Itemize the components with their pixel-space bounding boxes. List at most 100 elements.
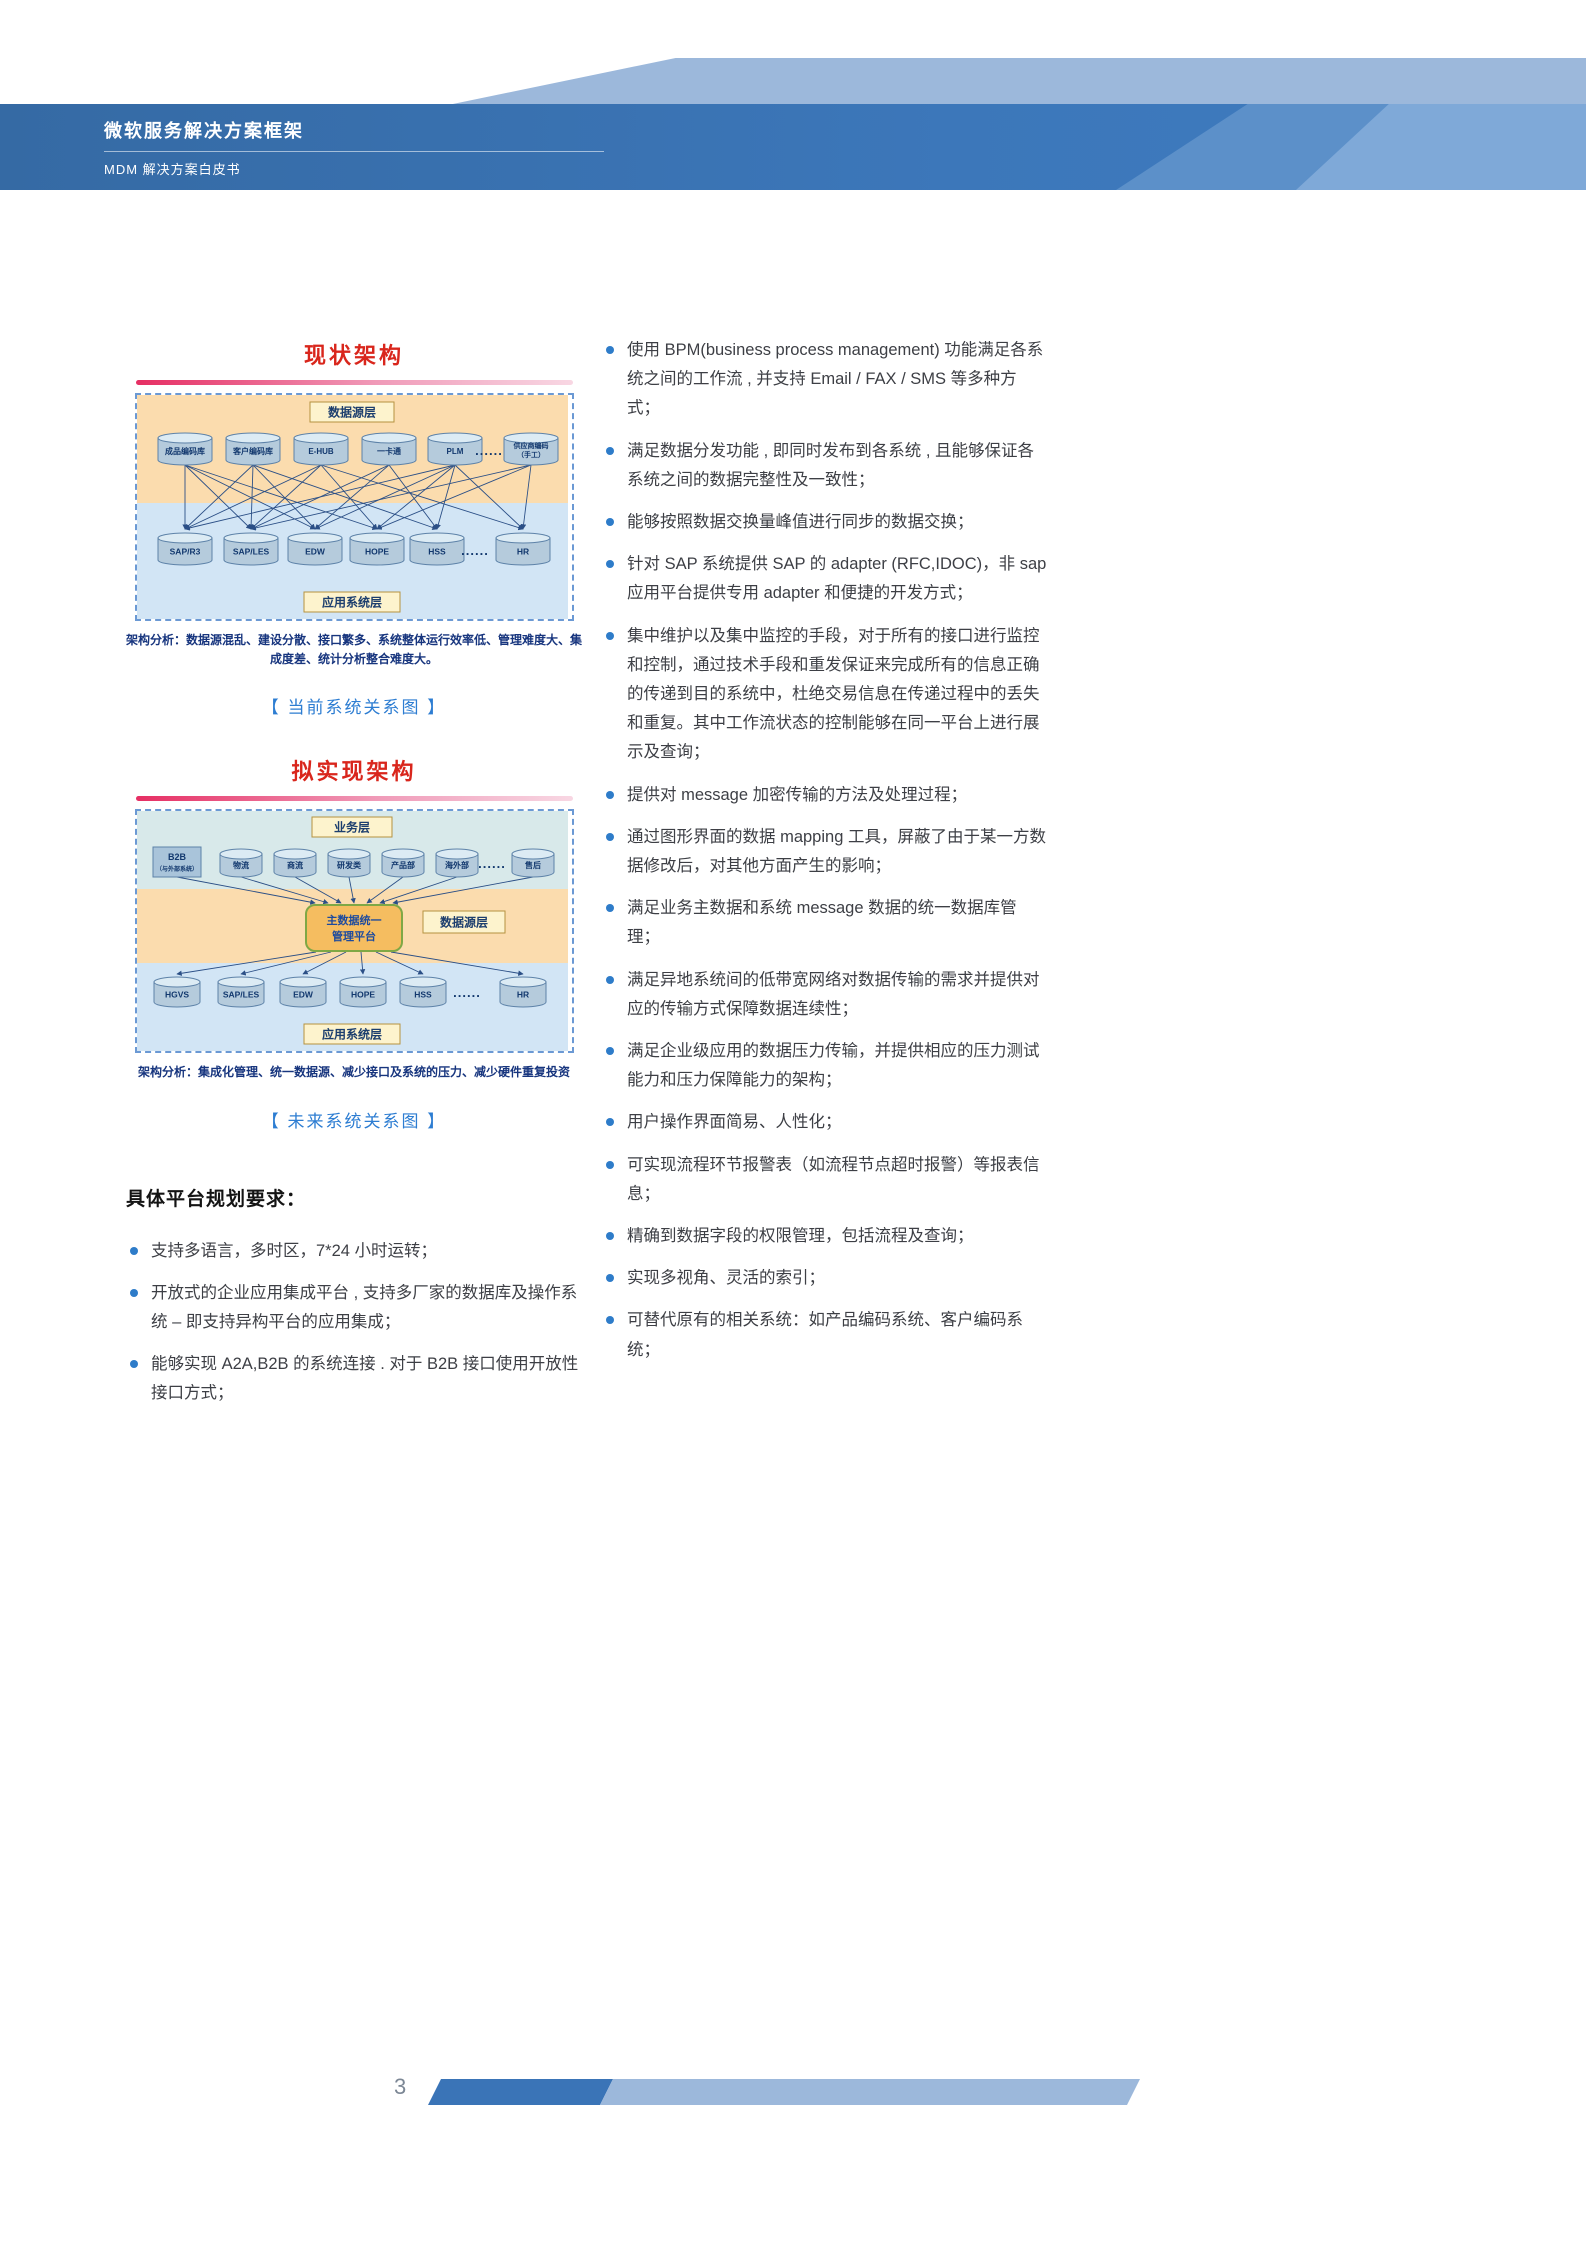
feature-item: 可替代原有的相关系统：如产品编码系统、客户编码系统； (602, 1306, 1048, 1364)
current-title-underline (135, 380, 573, 385)
bullet-dot-icon (606, 446, 614, 455)
node-label: SAP/LES (222, 990, 259, 1000)
node-label: SAP/R3 (169, 546, 200, 556)
ellipsis-dots: ...... (453, 985, 481, 1000)
header-text: 微软服务解决方案框架 MDM 解决方案白皮书 (104, 117, 604, 178)
requirement-item: 能够实现 A2A,B2B 的系统连接 . 对于 B2B 接口使用开放性接口方式； (126, 1350, 582, 1408)
feature-item: 针对 SAP 系统提供 SAP 的 adapter (RFC,IDOC)，非 s… (602, 550, 1048, 608)
future-title-underline (135, 796, 573, 802)
ellipsis-dots: ...... (478, 856, 506, 871)
connection-arrow (252, 464, 438, 530)
bullet-dot-icon (130, 1360, 138, 1369)
ellipsis-dots: ...... (461, 543, 489, 558)
node-label: E-HUB (308, 447, 334, 456)
connection-arrow (365, 877, 403, 904)
ellipsis-dots: ...... (475, 443, 503, 458)
bullet-dot-icon (606, 832, 614, 841)
db-cylinder: HGVS (153, 976, 200, 1008)
feature-item: 使用 BPM(business process management) 功能满足… (602, 336, 1048, 424)
current-architecture-caption: 【 当前系统关系图 】 (261, 698, 447, 718)
node-label: 研发类 (337, 860, 361, 870)
connection-arrow (249, 464, 531, 531)
feature-text: 满足企业级应用的数据压力传输，并提供相应的压力测试能力和压力保障能力的架构； (627, 1042, 1040, 1090)
requirement-item: 开放式的企业应用集成平台 , 支持多厂家的数据库及操作系统 – 即支持异构平台的… (126, 1279, 582, 1337)
db-cylinder: 成品编码库 (157, 432, 212, 466)
connections (181, 464, 531, 531)
connection-arrow (184, 464, 378, 531)
feature-item: 提供对 message 加密传输的方法及处理过程； (602, 781, 1048, 810)
feature-text: 满足异地系统间的低带宽网络对数据传输的需求并提供对应的传输方式保障数据连续性； (627, 970, 1040, 1018)
node-label: 产品部 (391, 860, 415, 870)
feature-text: 满足业务主数据和系统 message 数据的统一数据库管理； (627, 899, 1017, 947)
db-cylinder: SAP/LES (217, 976, 264, 1008)
connection-arrow (301, 951, 346, 975)
node-label: 售后 (524, 860, 541, 870)
bullet-dot-icon (606, 631, 614, 640)
future-architecture-diagram: 业务层B2B（与外部系统）物流商流研发类产品部海外部......售后主数据统一管… (136, 811, 568, 1052)
node-label: 一卡通 (377, 446, 401, 456)
db-cylinder: EDW (287, 532, 342, 566)
node-label: B2B（与外部系统） (155, 852, 197, 873)
db-cylinder: HR (499, 976, 546, 1008)
db-cylinder: SAP/LES (223, 532, 278, 566)
db-cylinder: HOPE (339, 976, 386, 1008)
feature-item: 可实现流程环节报警表（如流程节点超时报警）等报表信息； (602, 1151, 1048, 1209)
feature-text: 可实现流程环节报警表（如流程节点超时报警）等报表信息； (627, 1155, 1040, 1203)
connection-arrow (348, 877, 356, 905)
feature-item: 满足业务主数据和系统 message 数据的统一数据库管理； (602, 894, 1048, 952)
node-label: 物流 (233, 860, 249, 870)
svg-text:业务层: 业务层 (333, 820, 369, 835)
footer-bar-dark (428, 2079, 613, 2105)
connection-arrow (391, 876, 533, 906)
doc-title: 微软服务解决方案框架 (104, 117, 604, 152)
bullet-dot-icon (606, 975, 614, 984)
feature-text: 能够按照数据交换量峰值进行同步的数据交换； (627, 513, 974, 532)
db-cylinder: HOPE (349, 532, 404, 566)
bullet-dot-icon (606, 1118, 614, 1127)
connection-arrow (454, 464, 523, 530)
feature-item: 集中维护以及集中监控的手段，对于所有的接口进行监控和控制，通过技术手段和重发保证… (602, 622, 1048, 768)
connection-arrow (390, 951, 524, 977)
node-label: HGVS (164, 990, 188, 1000)
feature-item: 用户操作界面简易、人性化； (602, 1108, 1048, 1137)
connection-arrow (435, 464, 455, 530)
bullet-dot-icon (130, 1246, 138, 1255)
features-list: 使用 BPM(business process management) 功能满足… (602, 336, 1048, 1365)
db-cylinder: E-HUB (293, 432, 348, 466)
connection-arrow (252, 464, 315, 530)
connections (175, 876, 533, 977)
feature-item: 满足数据分发功能 , 即同时发布到各系统 , 且能够保证各系统之间的数据完整性及… (602, 437, 1048, 495)
connection-arrow (320, 464, 377, 530)
svg-text:应用系统层: 应用系统层 (321, 595, 381, 610)
feature-text: 精确到数据字段的权限管理，包括流程及查询； (627, 1227, 974, 1246)
bullet-dot-icon (130, 1288, 138, 1297)
svg-text:应用系统层: 应用系统层 (321, 1027, 381, 1042)
node-label: HSS (414, 990, 432, 1000)
b2b-external-box: B2B（与外部系统） (152, 846, 201, 878)
connection-arrow (175, 951, 316, 977)
db-cylinder: SAP/R3 (157, 532, 212, 566)
header-band: 微软服务解决方案框架 MDM 解决方案白皮书 (0, 104, 1586, 190)
db-cylinder: 研发类 (327, 848, 370, 878)
node-label: HOPE (350, 990, 374, 1000)
bullet-dot-icon (606, 560, 614, 569)
connection-arrow (250, 464, 321, 530)
requirements-heading: 具体平台规划要求： (126, 1188, 307, 1210)
connection-arrow (320, 464, 524, 531)
node-label: HR (516, 990, 528, 1000)
connection-arrow (359, 952, 365, 976)
layer-label: 应用系统层 (303, 591, 400, 613)
bullet-dot-icon (606, 904, 614, 913)
svg-text:数据源层: 数据源层 (439, 915, 487, 930)
connection-arrow (313, 464, 389, 530)
bullet-dot-icon (606, 346, 614, 354)
feature-item: 满足企业级应用的数据压力传输，并提供相应的压力测试能力和压力保障能力的架构； (602, 1037, 1048, 1095)
layer-label: 应用系统层 (303, 1023, 400, 1045)
node-label: HOPE (364, 546, 388, 556)
db-cylinder: HSS (409, 532, 464, 566)
connection-arrow (183, 464, 455, 531)
